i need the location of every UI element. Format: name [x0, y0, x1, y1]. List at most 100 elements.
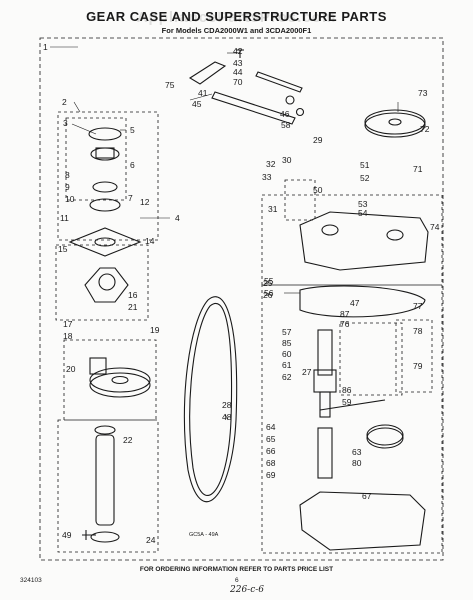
callout-5: 5 [130, 125, 135, 135]
callout-47: 47 [350, 298, 360, 308]
callout-9: 9 [65, 182, 70, 192]
callout-79: 79 [413, 361, 423, 371]
pulley-73-rim [364, 109, 426, 135]
callout-7: 7 [128, 193, 133, 203]
clip-58 [295, 107, 305, 117]
callout-53: 53 [358, 199, 368, 209]
shaft-base [90, 531, 120, 543]
washer-9 [92, 181, 118, 193]
mounting-plate-14 [68, 227, 142, 257]
group-box-33 [339, 322, 403, 396]
callout-3: 3 [63, 118, 68, 128]
callout-11: 11 [60, 213, 69, 223]
gear-63-top [366, 424, 404, 446]
pulley-73 [364, 112, 426, 138]
group-box-2 [57, 111, 159, 241]
callout-54: 54 [358, 208, 368, 218]
gear-case-base-69 [299, 491, 426, 551]
pinion-gear-61 [313, 369, 337, 393]
callout-71: 71 [413, 164, 423, 174]
pinion-spindle-62 [319, 391, 331, 418]
drive-belt-28 [183, 296, 238, 503]
bushing-20 [89, 357, 107, 375]
callout-72: 72 [420, 124, 430, 134]
callout-20: 20 [66, 364, 76, 374]
leader-2 [73, 101, 81, 113]
seal-22 [94, 425, 116, 435]
outer-frame [39, 37, 444, 561]
callout-45: 45 [192, 99, 202, 109]
callout-16: 16 [128, 290, 138, 300]
callout-24: 24 [146, 535, 156, 545]
callout-49: 49 [62, 530, 72, 540]
callout-48: 48 [222, 412, 232, 422]
callout-73: 73 [418, 88, 428, 98]
callout-4: 4 [175, 213, 180, 223]
callout-25: 25 [263, 278, 273, 288]
callout-57: 57 [282, 327, 292, 337]
document-code: 324103 [20, 577, 42, 584]
callout-85: 85 [282, 338, 292, 348]
drive-belt-inner [189, 302, 233, 496]
callout-62: 62 [282, 372, 292, 382]
crank-assembly-65 [317, 427, 333, 479]
watermark: AppliancePartsPros.com [136, 9, 337, 26]
gear-63 [366, 427, 404, 449]
callout-59: 59 [342, 397, 352, 407]
callout-8: 8 [65, 170, 70, 180]
handwritten-note: 226-c-6 [230, 585, 265, 595]
callout-26: 26 [263, 290, 273, 300]
drive-pulley-hub [111, 375, 129, 385]
callout-19: 19 [150, 325, 160, 335]
callout-41: 41 [198, 88, 208, 98]
rack-arm [319, 399, 386, 411]
callout-66: 66 [266, 446, 276, 456]
gear-housing-15 [84, 267, 129, 303]
diagram-title: GEAR CASE AND SUPERSTRUCTURE PARTS [86, 9, 387, 24]
clutch-part-5 [88, 127, 122, 141]
callout-28: 28 [222, 400, 232, 410]
callout-86: 86 [342, 385, 352, 395]
leader-45 [189, 93, 213, 101]
plate-bore [94, 237, 116, 247]
callout-14: 14 [145, 236, 155, 246]
callout-67: 67 [362, 491, 372, 501]
gear-16 [98, 273, 116, 291]
callout-65: 65 [266, 434, 276, 444]
callout-1: 1 [43, 42, 48, 52]
callout-43: 43 [233, 58, 243, 68]
callout-56: 56 [264, 288, 274, 298]
leader-28 [224, 413, 229, 421]
link-44 [255, 71, 303, 93]
gear-case-cover-74 [299, 211, 429, 271]
callout-15: 15 [58, 244, 68, 254]
callout-22: 22 [123, 435, 133, 445]
callout-29: 29 [313, 135, 323, 145]
callout-12: 12 [140, 197, 150, 207]
callout-76: 76 [340, 319, 350, 329]
callout-27: 27 [302, 367, 312, 377]
callout-58: 58 [281, 120, 291, 130]
callout-61: 61 [282, 360, 292, 370]
ordering-note: FOR ORDERING INFORMATION REFER TO PARTS … [139, 566, 334, 573]
link-arm-45 [211, 91, 296, 125]
callout-77: 77 [413, 301, 423, 311]
callout-80: 80 [352, 458, 362, 468]
cover-boss-2 [321, 224, 339, 236]
callout-78: 78 [413, 326, 423, 336]
washer-10 [89, 198, 121, 212]
callout-18: 18 [63, 331, 73, 341]
group-box-lower-right [261, 284, 443, 554]
clutch-hub [95, 147, 115, 159]
callout-63: 63 [352, 447, 362, 457]
callout-69: 69 [266, 470, 276, 480]
callout-32: 32 [266, 159, 276, 169]
group-box-22 [57, 419, 159, 553]
callout-10: 10 [65, 194, 75, 204]
cover-boss-1 [386, 229, 404, 241]
callout-87: 87 [340, 309, 350, 319]
diagram-subtitle: For Models CDA2000W1 and 3CDA2000F1 [161, 26, 312, 35]
callout-2: 2 [62, 97, 67, 107]
callout-55: 55 [264, 276, 274, 286]
